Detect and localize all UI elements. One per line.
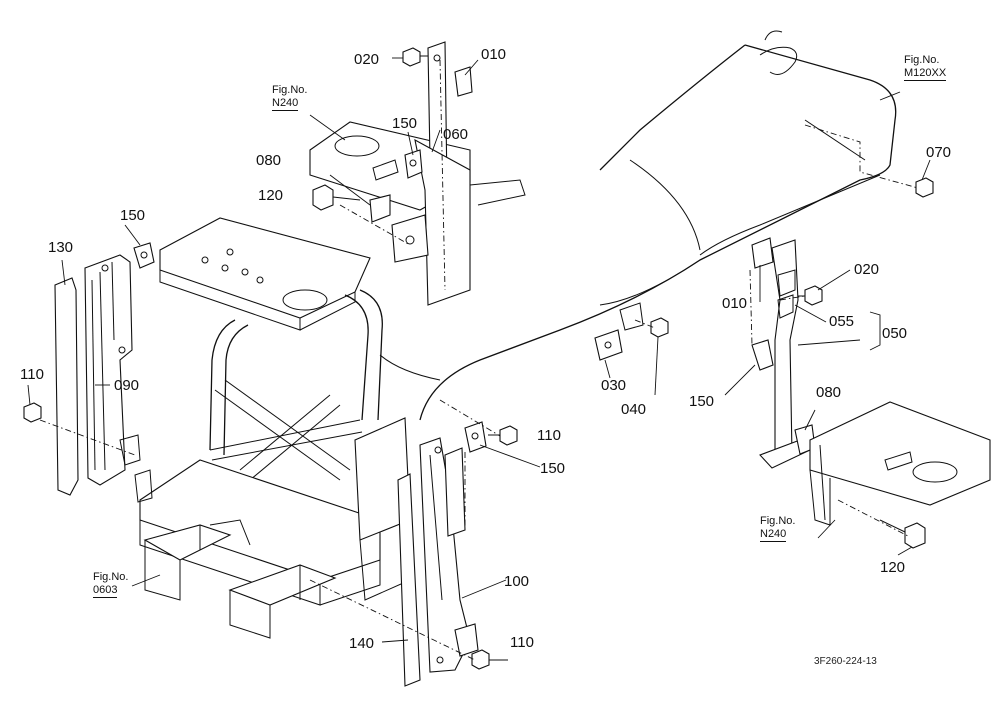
part-label-110: 110 <box>537 427 561 444</box>
part-label-110: 110 <box>20 366 44 383</box>
part-label-140: 140 <box>349 635 375 652</box>
figure-ref-number: 0603 <box>93 584 118 599</box>
bolt-020-right <box>798 285 823 306</box>
bolt-110-bottom <box>471 649 490 670</box>
part-label-055: 055 <box>829 313 855 330</box>
upper-bracket-assembly <box>309 41 526 306</box>
bolt-040 <box>650 317 669 338</box>
bracket-030 <box>594 302 644 361</box>
part-label-060: 060 <box>443 126 469 143</box>
figure-ref-number: M120XX <box>904 67 947 82</box>
figure-ref-n240: Fig.No. N240 <box>760 515 796 543</box>
part-label-150: 150 <box>689 393 715 410</box>
lower-center-panel <box>397 421 487 687</box>
part-label-020: 020 <box>354 51 380 68</box>
part-label-150: 150 <box>392 115 418 132</box>
bolts <box>23 47 934 670</box>
part-label-090: 090 <box>114 377 140 394</box>
part-label-070: 070 <box>926 144 952 161</box>
figure-ref-m120xx: Fig.No. M120XX <box>904 54 947 82</box>
figure-ref-number: N240 <box>272 97 299 112</box>
part-label-040: 040 <box>621 401 647 418</box>
part-label-130: 130 <box>48 239 74 256</box>
figure-ref-n240: Fig.No. N240 <box>272 84 308 112</box>
part-label-050: 050 <box>882 325 908 342</box>
right-bracket-assembly <box>751 237 991 526</box>
figure-ref-number: N240 <box>760 528 787 543</box>
figure-ref-caption: Fig.No. <box>760 515 796 527</box>
figure-ref-caption: Fig.No. <box>904 54 940 66</box>
part-label-010: 010 <box>722 295 748 312</box>
part-label-010: 010 <box>481 46 507 63</box>
part-label-020: 020 <box>854 261 880 278</box>
bolt-120-right <box>879 519 926 549</box>
part-label-100: 100 <box>504 573 530 590</box>
bolt-070 <box>915 177 934 198</box>
part-label-150: 150 <box>120 207 146 224</box>
hood-outline <box>379 30 897 421</box>
center-lines <box>39 59 919 661</box>
part-label-120: 120 <box>880 559 906 576</box>
drawing-code: 3F260-224-13 <box>814 656 877 667</box>
leader-lines <box>27 57 931 661</box>
bolt-020-top <box>402 47 428 67</box>
part-label-150: 150 <box>540 460 566 477</box>
bolt-110-mid <box>488 425 518 446</box>
part-label-030: 030 <box>601 377 627 394</box>
part-label-080: 080 <box>256 152 282 169</box>
bolt-110-left <box>23 402 42 423</box>
left-side-panel <box>54 242 155 503</box>
figure-ref-caption: Fig.No. <box>93 571 129 583</box>
figure-ref-caption: Fig.No. <box>272 84 308 96</box>
part-label-080: 080 <box>816 384 842 401</box>
part-label-120: 120 <box>258 187 284 204</box>
bolt-120-left <box>312 184 361 211</box>
part-label-110: 110 <box>510 634 534 651</box>
figure-ref-0603: Fig.No. 0603 <box>93 571 129 599</box>
main-frame <box>139 217 411 639</box>
